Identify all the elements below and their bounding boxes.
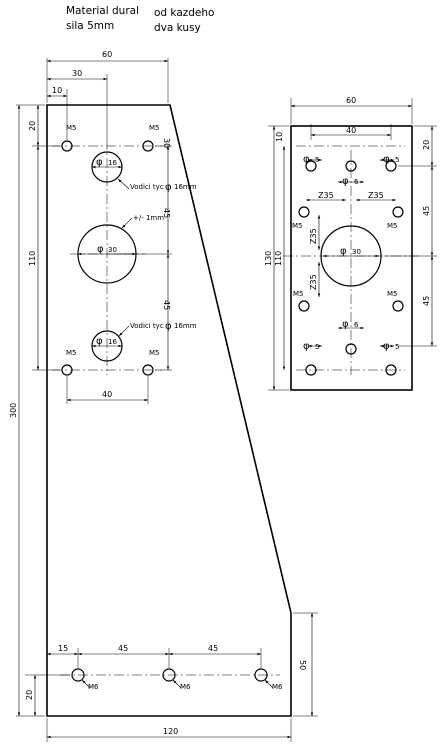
right-label-d5-bl: 5 [315, 343, 319, 351]
label-m6-1: M6 [88, 683, 99, 691]
dim-holes-45b: 45 [208, 644, 218, 653]
right-dim-left-110: 110 [274, 251, 283, 266]
right-dim-z35-vertical-top: Z35 [309, 228, 318, 244]
label-m5-bottom-right: M5 [149, 349, 160, 357]
right-dim-z35-vertical-bottom: Z35 [309, 274, 318, 290]
right-label-d5-br: 5 [395, 343, 399, 351]
dim-right-50: 50 [298, 660, 307, 670]
diameter-symbol-top: φ [96, 157, 103, 168]
right-label-d5-tr: 5 [395, 156, 399, 164]
dim-left-110: 110 [28, 251, 37, 266]
right-diameter-symbol-d30: φ [340, 246, 347, 257]
dim-left-300: 300 [9, 403, 18, 418]
right-hole-d30 [320, 225, 382, 287]
right-m5-mid-right [392, 206, 404, 218]
m5-hole-bottom-left [61, 364, 73, 376]
label-tolerance: +/- 1mm [133, 214, 164, 222]
left-part-outline [46, 104, 292, 717]
dim-right-45b: 45 [162, 300, 171, 310]
dim-left-20: 20 [28, 121, 37, 131]
left-part [16, 58, 318, 742]
quantity-line-1: od kazdeho [154, 7, 215, 19]
dim-top-10: 10 [52, 86, 62, 95]
m6-hole-2 [162, 668, 176, 682]
right-hole-top-center [345, 160, 357, 172]
diameter-symbol-bottom: φ [96, 336, 103, 347]
label-rod-top-size: 16mm [174, 183, 197, 191]
dim-top-30: 30 [72, 69, 82, 78]
right-label-d30: 30 [352, 248, 361, 256]
quantity-line-2: dva kusy [154, 22, 201, 34]
right-diameter-symbol-bl: φ [303, 341, 310, 352]
right-m5-low-left [298, 300, 310, 312]
dim-bottom-40: 40 [102, 390, 112, 399]
right-m5-mid-left [298, 206, 310, 218]
label-d16-bottom: 16 [108, 338, 117, 346]
material-note: Material dural sila 5mm [66, 4, 139, 34]
label-m6-3: M6 [272, 683, 283, 691]
m5-hole-top-right [142, 140, 154, 152]
right-hole-top-right [385, 160, 397, 172]
m6-hole-3 [254, 668, 268, 682]
material-line-2: sila 5mm [66, 20, 115, 32]
label-d30: 30 [108, 246, 117, 254]
diameter-symbol-d30: φ [97, 244, 104, 255]
label-m5-top-left: M5 [66, 124, 77, 132]
material-line-1: Material dural [66, 5, 139, 17]
dim-right-45a: 45 [162, 208, 171, 218]
right-label-m5-low-left: M5 [293, 290, 304, 298]
dim-bottom-20: 20 [25, 690, 34, 700]
dim-right-30: 30 [162, 138, 171, 148]
dim-holes-15: 15 [58, 644, 68, 653]
right-dim-top-60: 60 [346, 96, 356, 105]
right-hole-top-left [305, 160, 317, 172]
right-hole-bottom-right [385, 364, 397, 376]
right-dim-z35-left: Z35 [318, 191, 334, 200]
m5-hole-top-left [61, 140, 73, 152]
right-label-m5-low-right: M5 [387, 290, 398, 298]
right-diameter-symbol-bottom: φ [342, 319, 349, 330]
right-label-d5-tl: 5 [315, 156, 319, 164]
right-part [268, 98, 437, 391]
diameter-symbol-rod-bottom: φ [165, 321, 172, 332]
right-diameter-symbol-br: φ [383, 341, 390, 352]
left-part-labels: 60 30 10 20 110 300 30 45 45 40 15 45 45… [9, 50, 307, 736]
m6-hole-1 [71, 668, 85, 682]
right-label-m5-mid-left: M5 [292, 222, 303, 230]
label-rod-top: Vodici tyc [130, 183, 164, 191]
right-part-outline [290, 125, 413, 391]
right-dim-left-130: 130 [264, 251, 273, 266]
label-d16-top: 16 [108, 159, 117, 167]
label-m5-top-right: M5 [149, 124, 160, 132]
label-m5-bottom-left: M5 [66, 349, 77, 357]
right-m5-low-right [392, 300, 404, 312]
right-dim-right-45a: 45 [422, 206, 431, 216]
dim-top-60: 60 [102, 50, 112, 59]
right-dim-right-45b: 45 [422, 296, 431, 306]
right-hole-bottom-center [345, 343, 357, 355]
dim-holes-45a: 45 [118, 644, 128, 653]
right-label-d6-top: 6 [354, 178, 359, 186]
right-dim-right-20: 20 [422, 140, 431, 150]
right-diameter-symbol-tl: φ [303, 154, 310, 165]
right-diameter-symbol-top: φ [342, 176, 349, 187]
right-diameter-symbol-tr: φ [383, 154, 390, 165]
label-m6-2: M6 [180, 683, 191, 691]
label-rod-bottom-size: 16mm [174, 322, 197, 330]
diameter-symbol-rod-top: φ [165, 182, 172, 193]
right-dim-top-40: 40 [346, 126, 356, 135]
label-rod-bottom: Vodici tyc [130, 322, 164, 330]
right-label-m5-mid-right: M5 [387, 222, 398, 230]
m5-hole-bottom-right [142, 364, 154, 376]
dim-bottom-120: 120 [163, 727, 178, 736]
right-part-labels: 60 40 10 130 110 20 45 45 Z35 Z35 Z35 Z3… [264, 96, 431, 352]
right-hole-bottom-left [305, 364, 317, 376]
right-label-d6-bottom: 6 [354, 321, 359, 329]
quantity-note: od kazdeho dva kusy [154, 6, 214, 36]
right-dim-left-10: 10 [275, 132, 284, 142]
right-dim-z35-right: Z35 [368, 191, 384, 200]
